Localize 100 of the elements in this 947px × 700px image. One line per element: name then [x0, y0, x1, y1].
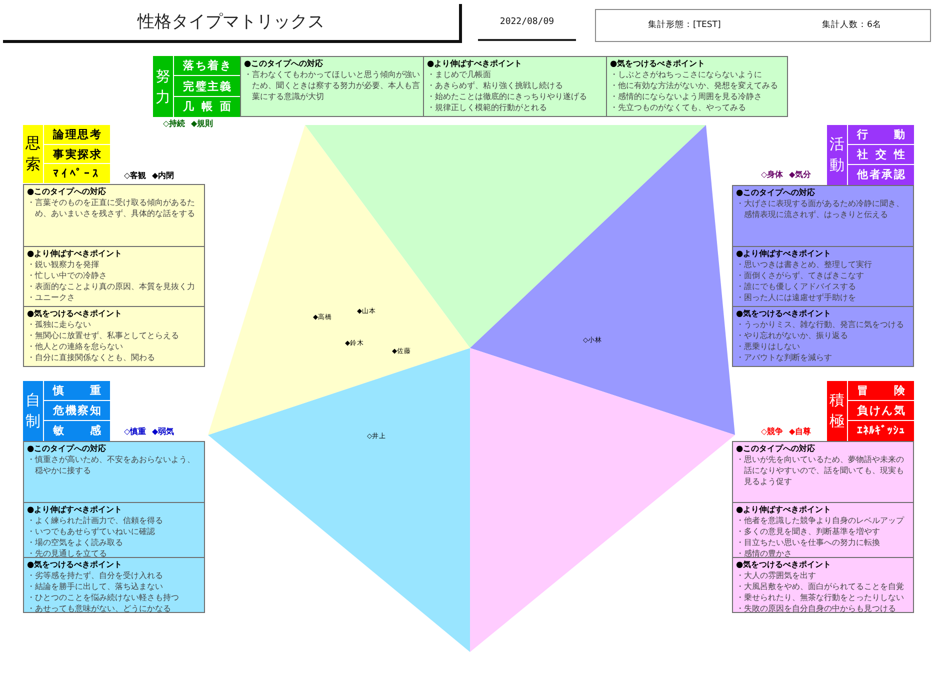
bullet-item: ・言葉そのものを正直に受け取る傾向があるため、あいまいさを残さず、具体的な話をする	[27, 197, 196, 219]
info-text: 集計人数：6名	[822, 19, 882, 31]
section-heading: ●より伸ばすべきポイント	[736, 504, 832, 515]
bullet-item: ・乗せられたり、無茶な行動をとったりしない	[736, 592, 904, 603]
bullet-item: ・忙しい中での冷静さ	[27, 270, 107, 281]
marker-key: ◇身体 ◆気分	[761, 169, 812, 180]
section-heading: ●より伸ばすべきポイント	[27, 504, 122, 515]
advice-section	[23, 557, 205, 613]
bullet-item: ・大風呂敷をやめ、面白がられてることを自覚	[736, 581, 904, 592]
bullet-item: ・感情の豊かさ	[736, 548, 792, 559]
section-heading: ●このタイプへの対応	[27, 443, 106, 454]
bullet-item: ・先の見通しを立てる	[27, 548, 107, 559]
trait-cell: 冒険	[848, 381, 914, 401]
date: 2022/08/09	[478, 8, 576, 41]
bullet-item: ・誰にでも優しくアドバイスする	[736, 281, 856, 292]
trait-cell: 慎重	[44, 381, 110, 401]
trait-cell: 敏感	[44, 421, 110, 441]
bullet-item: ・面倒くさがらず、てきぱきこなす	[736, 270, 864, 281]
bullet-item: ・よく練られた計画力で、信頼を得る	[27, 515, 163, 526]
trait-cell: 落ち着き	[174, 56, 240, 76]
bullet-item: ・まじめで几帳面	[427, 69, 491, 80]
trait-cell: 完璧主義	[174, 76, 240, 97]
trait-cell: 行動	[848, 125, 914, 145]
trait-cell: ｴﾈﾙｷﾞｯｼｭ	[848, 421, 914, 441]
advice-section	[23, 306, 205, 367]
bullet-item: ・表面的なことより真の原因、本質を見抜く力	[27, 281, 195, 292]
trait-cell: 負けん気	[848, 401, 914, 421]
info-box	[595, 9, 931, 42]
bullet-item: ・大人の雰囲気を出す	[736, 570, 816, 581]
bullet-item: ・いつでもあせらずていねいに確認	[27, 526, 155, 537]
section-heading: ●気をつけるべきポイント	[610, 58, 706, 69]
section-heading: ●より伸ばすべきポイント	[427, 58, 522, 69]
section-heading: ●気をつけるべきポイント	[736, 559, 832, 570]
type-cell: 努力	[153, 56, 174, 117]
advice-section	[23, 246, 205, 307]
trait-cell: 論理思考	[44, 125, 110, 145]
advice-section	[423, 56, 607, 117]
type-cell: 積極	[827, 381, 848, 441]
bullet-item: ・あきらめず、粘り強く挑戦し続ける	[427, 80, 563, 91]
section-heading: ●このタイプへの対応	[27, 186, 106, 197]
type-cell: 自制	[23, 381, 44, 441]
marker-key: ◇競争 ◆自尊	[761, 426, 812, 437]
trait-cell: 事実探求	[44, 145, 110, 164]
type-cell: 思索	[23, 125, 44, 183]
bullet-item: ・始めたことは徹底的にきっちりやり遂げる	[427, 91, 587, 102]
bullet-item: ・大げさに表現する面があるため冷静に聞き、感情表現に流されず、はっきりと伝える	[736, 198, 905, 220]
title-banner: 性格タイプマトリックス	[3, 4, 462, 43]
trait-cell: 社交性	[848, 145, 914, 165]
bullet-item: ・あせっても意味がない、どうにかなる	[27, 603, 171, 614]
advice-section	[732, 441, 914, 503]
trait-cell: 几帳面	[174, 97, 240, 117]
bullet-item: ・ひとつのことを悩み続けない軽さも持つ	[27, 592, 179, 603]
advice-section	[240, 56, 424, 117]
advice-section	[23, 502, 205, 558]
advice-section	[732, 306, 914, 367]
trait-cell: 他者承認	[848, 165, 914, 185]
bullet-item: ・感情的にならないよう周囲を見る冷静さ	[610, 91, 762, 102]
marker-key: ◇客観 ◆内閉	[124, 170, 174, 181]
bullet-item: ・失敗の原因を自分自身の中からも見つける	[736, 603, 896, 614]
bullet-item: ・規律正しく模範的行動がとれる	[427, 102, 547, 113]
advice-section	[732, 557, 914, 613]
section-heading: ●このタイプへの対応	[244, 58, 324, 69]
marker-key: ◇慎重 ◆弱気	[124, 426, 174, 437]
bullet-item: ・劣等感を持たず、自分を受け入れる	[27, 570, 163, 581]
section-heading: ●このタイプへの対応	[736, 443, 816, 454]
section-heading: ●気をつけるべきポイント	[27, 308, 122, 319]
bullet-item: ・孤独に走らない	[27, 319, 91, 330]
bullet-item: ・先立つものがなくても、やってみる	[610, 102, 746, 113]
trait-cell: 危機察知	[44, 401, 110, 421]
section-heading: ●気をつけるべきポイント	[736, 308, 832, 319]
section-heading: ●より伸ばすべきポイント	[736, 248, 832, 259]
bullet-item: ・ユニークさ	[27, 292, 75, 303]
bullet-item: ・やり忘れがないか、振り返る	[736, 330, 848, 341]
bullet-item: ・他者を意識した競争より自身のレベルアップ	[736, 515, 904, 526]
bullet-item: ・思いが先を向いているため、夢物語や未来の話になりやすいので、話を聞いても、現実も見るよう促す	[736, 454, 905, 487]
type-cell: 活動	[827, 125, 848, 185]
bullet-item: ・自分に直接関係なくとも、関わる	[27, 352, 155, 363]
bullet-item: ・鋭い観察力を発揮	[27, 259, 99, 270]
advice-section	[23, 441, 205, 503]
advice-section	[732, 502, 914, 558]
bullet-item: ・しぶとさがねちっこさにならないように	[610, 69, 762, 80]
advice-section	[732, 185, 914, 247]
bullet-item: ・他に有効な方法がないか、発想を変えてみる	[610, 80, 778, 91]
bullet-item: ・場の空気をよく読み取る	[27, 537, 123, 548]
section-heading: ●このタイプへの対応	[736, 187, 816, 198]
advice-section	[732, 246, 914, 307]
bullet-item: ・アバウトな判断を減らす	[736, 352, 832, 363]
bullet-item: ・結論を勝手に出して、落ち込まない	[27, 581, 163, 592]
marker-key: ◇持続 ◆規則	[163, 118, 214, 129]
info-text: 集計形態：[TEST]	[648, 19, 721, 31]
bullet-item: ・悪乗りはしない	[736, 341, 800, 352]
bullet-item: ・無関心に放置せず、私事としてとらえる	[27, 330, 179, 341]
bullet-item: ・目立ちたい思いを仕事への努力に転換	[736, 537, 880, 548]
trait-cell: ﾏｲﾍﾟｰｽ	[44, 164, 110, 183]
bullet-item: ・多くの意見を聞き、判断基準を増やす	[736, 526, 880, 537]
section-heading: ●気をつけるべきポイント	[27, 559, 122, 570]
bullet-item: ・慎重さが高いため、不安をあおらないよう、穏やかに接する	[27, 454, 196, 476]
bullet-item: ・困った人には遠慮せず手助けを	[736, 292, 856, 303]
advice-section	[23, 184, 205, 247]
advice-section	[606, 56, 788, 117]
